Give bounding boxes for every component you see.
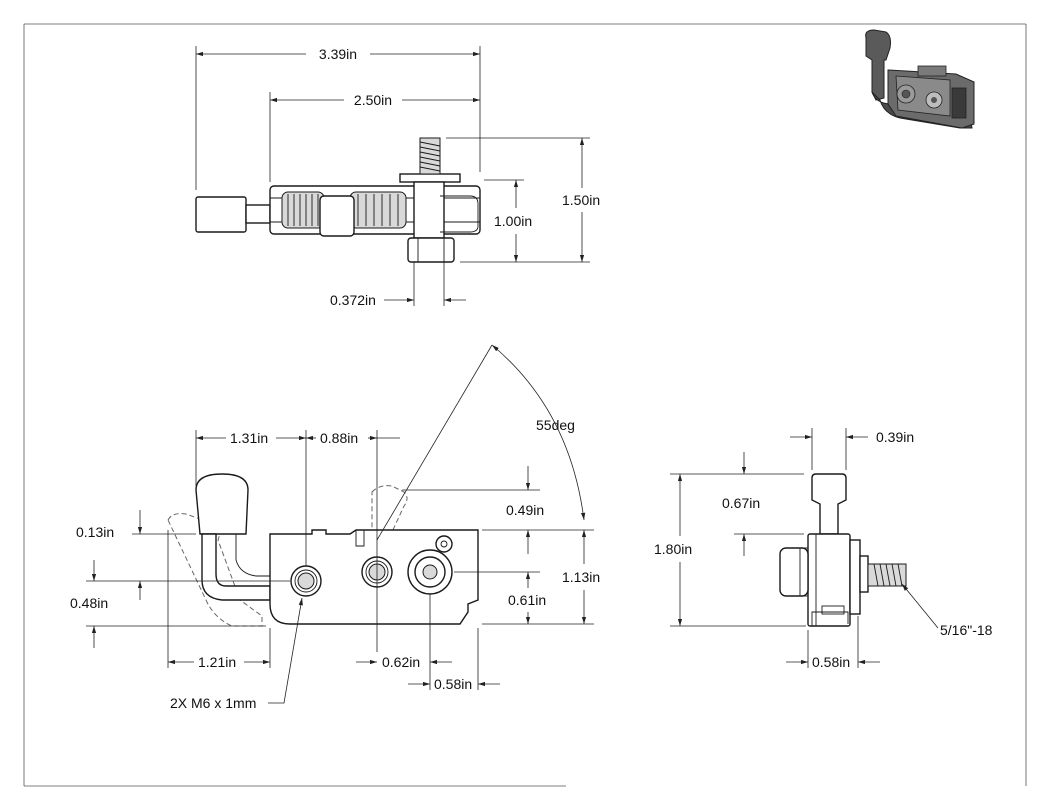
iso-latch-icon — [865, 29, 975, 129]
dim-front-upper-offset: 0.49in — [506, 502, 544, 518]
dim-side-upper-height: 0.67in — [722, 495, 760, 511]
top-view — [195, 137, 481, 263]
dim-side-body-width: 0.58in — [812, 654, 850, 670]
dim-front-left-offset: 0.13in — [76, 524, 114, 540]
dim-front-stud-to-edge: 0.58in — [434, 676, 472, 692]
dim-side-top-width: 0.39in — [876, 429, 914, 445]
dim-front-body-height: 1.13in — [562, 569, 600, 585]
top-view-dimensions — [195, 46, 590, 306]
dim-front-hole-spacing: 0.88in — [320, 430, 358, 446]
dim-front-hole-height-right: 0.61in — [508, 592, 546, 608]
dim-front-angle: 55deg — [536, 417, 575, 433]
front-thread-callout: 2X M6 x 1mm — [170, 695, 256, 711]
side-thread-callout: 5/16"-18 — [940, 622, 993, 638]
dim-front-handle-to-hole: 1.31in — [230, 430, 268, 446]
dim-side-overall-height: 1.80in — [654, 541, 692, 557]
side-view — [779, 473, 907, 627]
dimension-labels: 3.39in 2.50in 1.50in 1.00in 0.372in 1.31… — [70, 46, 993, 711]
dim-top-overall-height: 1.50in — [562, 192, 600, 208]
dim-front-hole-height-left: 0.48in — [70, 595, 108, 611]
dim-front-handle-width: 1.21in — [198, 654, 236, 670]
dim-top-stud-diameter: 0.372in — [330, 292, 376, 308]
drawing-frame — [23, 23, 1027, 787]
side-view-dimensions — [670, 428, 939, 668]
front-view — [167, 473, 479, 627]
dim-top-body-height: 1.00in — [494, 213, 532, 229]
dim-top-body-width: 2.50in — [354, 92, 392, 108]
dim-top-overall-width: 3.39in — [319, 46, 357, 62]
dim-front-hole-to-stud: 0.62in — [382, 654, 420, 670]
front-view-dimensions — [86, 344, 594, 704]
